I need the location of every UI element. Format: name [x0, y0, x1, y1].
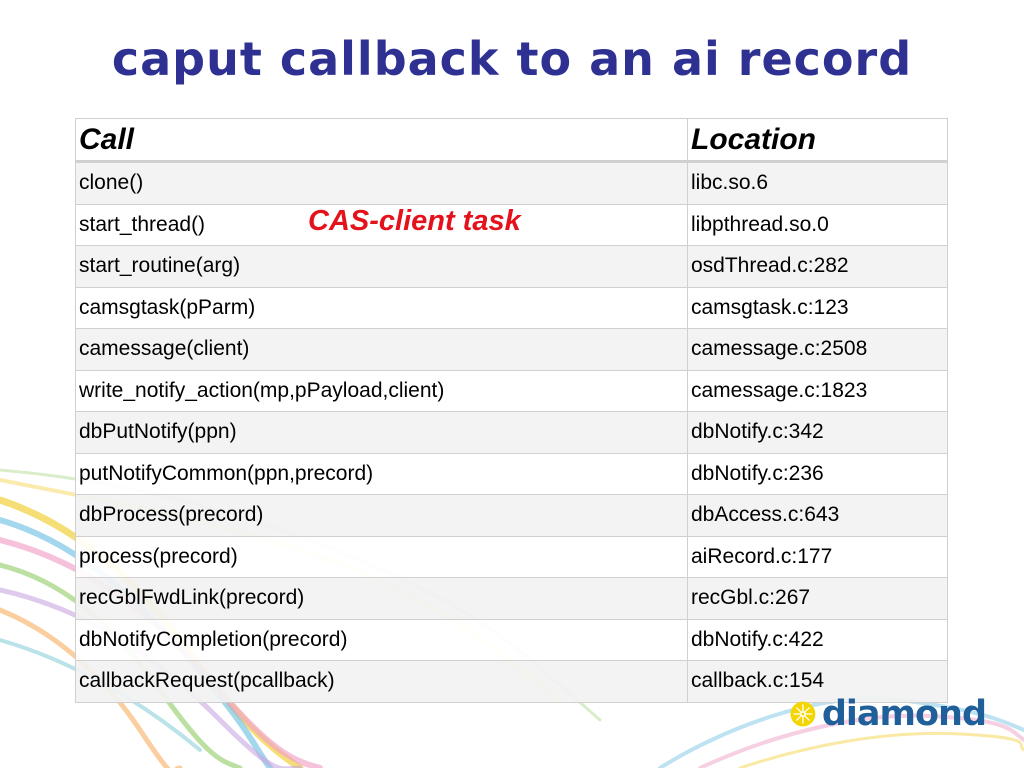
table-row: dbNotifyCompletion(precord) dbNotify.c:4… — [75, 618, 948, 661]
table-row: start_thread() libpthread.so.0 — [75, 203, 948, 246]
diamond-star-icon — [790, 701, 816, 727]
table-row: camessage(client) camessage.c:2508 — [75, 328, 948, 371]
header-location: Location — [687, 118, 948, 163]
table-row: clone() libc.so.6 — [75, 161, 948, 205]
call-cell: dbPutNotify(ppn) — [75, 411, 688, 454]
location-cell: callback.c:154 — [687, 660, 948, 703]
table-row: recGblFwdLink(precord) recGbl.c:267 — [75, 577, 948, 620]
table-row: putNotifyCommon(ppn,precord) dbNotify.c:… — [75, 452, 948, 495]
location-cell: dbNotify.c:422 — [687, 618, 948, 661]
call-cell: callbackRequest(pcallback) — [75, 660, 688, 703]
location-cell: camsgtask.c:123 — [687, 286, 948, 329]
table-header-row: Call Location — [75, 118, 948, 163]
table-row: start_routine(arg) osdThread.c:282 — [75, 245, 948, 288]
table-row: callbackRequest(pcallback) callback.c:15… — [75, 660, 948, 703]
location-cell: dbAccess.c:643 — [687, 494, 948, 537]
call-cell: start_thread() — [75, 203, 688, 246]
call-stack-table: Call Location clone() libc.so.6 start_th… — [75, 118, 948, 703]
call-cell: camessage(client) — [75, 328, 688, 371]
call-cell: recGblFwdLink(precord) — [75, 577, 688, 620]
location-cell: dbNotify.c:342 — [687, 411, 948, 454]
diamond-logo: diamond — [786, 684, 987, 744]
table-row: process(precord) aiRecord.c:177 — [75, 535, 948, 578]
location-cell: camessage.c:1823 — [687, 369, 948, 412]
call-cell: clone() — [75, 161, 688, 205]
table-row: write_notify_action(mp,pPayload,client) … — [75, 369, 948, 412]
call-cell: dbNotifyCompletion(precord) — [75, 618, 688, 661]
call-cell: process(precord) — [75, 535, 688, 578]
call-cell: dbProcess(precord) — [75, 494, 688, 537]
call-cell: start_routine(arg) — [75, 245, 688, 288]
location-cell: libpthread.so.0 — [687, 203, 948, 246]
call-cell: camsgtask(pParm) — [75, 286, 688, 329]
cas-client-task-annotation: CAS-client task — [308, 205, 521, 237]
location-cell: recGbl.c:267 — [687, 577, 948, 620]
header-call: Call — [75, 118, 688, 163]
call-cell: putNotifyCommon(ppn,precord) — [75, 452, 688, 495]
location-cell: dbNotify.c:236 — [687, 452, 948, 495]
table-row: dbProcess(precord) dbAccess.c:643 — [75, 494, 948, 537]
table-row: dbPutNotify(ppn) dbNotify.c:342 — [75, 411, 948, 454]
slide-title: caput callback to an ai record — [111, 32, 913, 86]
location-cell: osdThread.c:282 — [687, 245, 948, 288]
location-cell: libc.so.6 — [687, 161, 948, 205]
location-cell: aiRecord.c:177 — [687, 535, 948, 578]
logo-text: diamond — [821, 694, 987, 734]
table-row: camsgtask(pParm) camsgtask.c:123 — [75, 286, 948, 329]
call-cell: write_notify_action(mp,pPayload,client) — [75, 369, 688, 412]
location-cell: camessage.c:2508 — [687, 328, 948, 371]
